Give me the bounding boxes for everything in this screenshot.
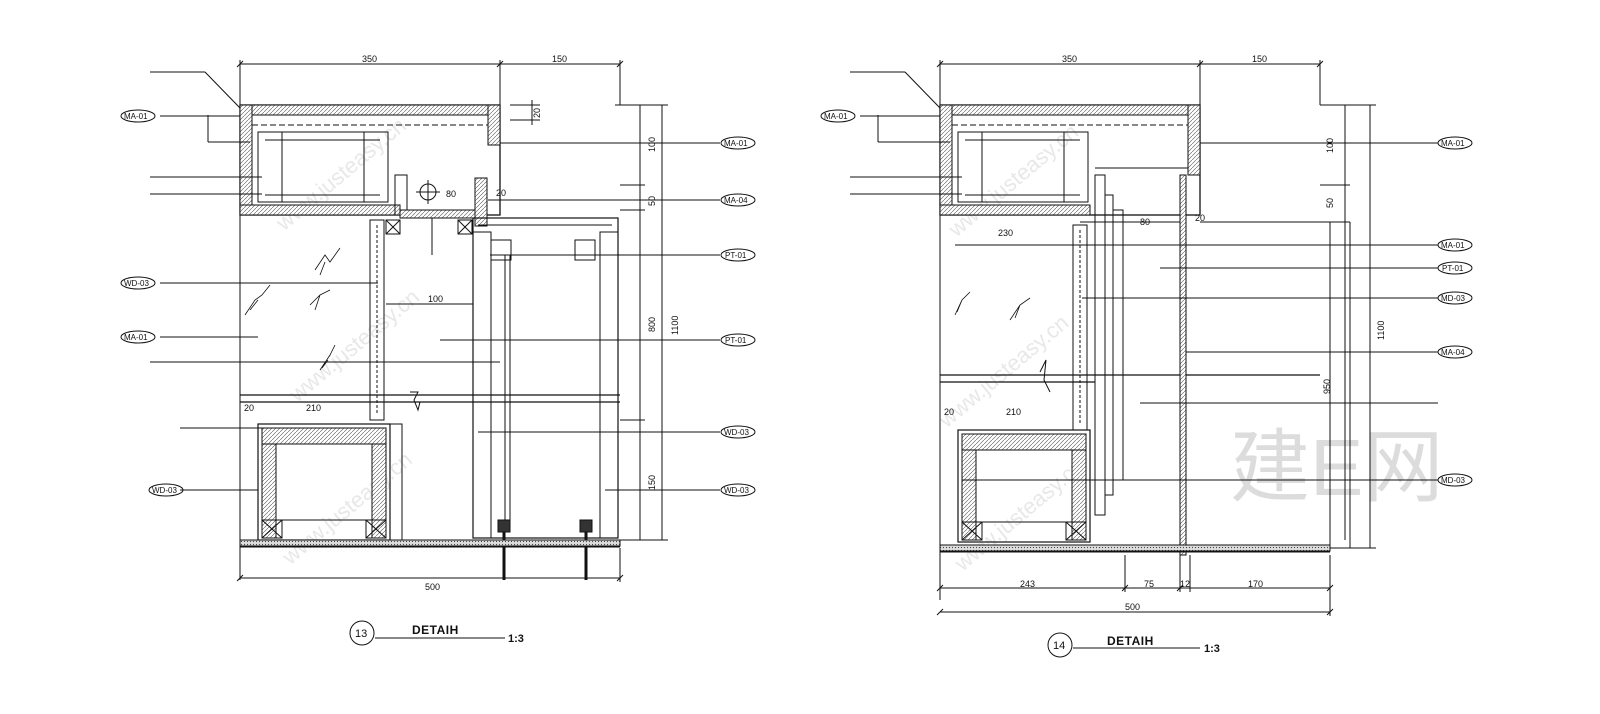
dim-label: 210: [1006, 407, 1021, 417]
detail-scale: 1:3: [508, 633, 524, 645]
dim-label: 1100: [670, 316, 680, 335]
material-tag: MA-04: [1441, 348, 1465, 357]
detail-title: DETAIH: [1107, 634, 1154, 648]
detail-scale: 1:3: [1204, 643, 1220, 655]
dim-label: 50: [1325, 198, 1335, 208]
material-tag: MD-03: [1441, 294, 1466, 303]
watermark-url: www.justeasy.cn: [270, 113, 410, 236]
dim-label: 50: [647, 196, 657, 206]
dim-label: 170: [1248, 579, 1263, 589]
material-tag: MA-01: [1441, 241, 1465, 250]
dim-label: 20: [244, 403, 254, 413]
material-tag: MA-04: [724, 196, 748, 205]
dim-label: 210: [306, 403, 321, 413]
dim-label: 350: [362, 54, 377, 64]
dim-label: 75: [1144, 579, 1154, 589]
dim-label: 100: [647, 137, 657, 152]
dim-label: 20: [1195, 213, 1205, 223]
dim-label: 243: [1020, 579, 1035, 589]
dim-label: 100: [1325, 138, 1335, 153]
dim-label: 350: [1062, 54, 1077, 64]
dim-label: 500: [1125, 602, 1140, 612]
watermark-url: www.justeasy.cn: [943, 119, 1083, 242]
dim-label: 1100: [1376, 321, 1386, 340]
watermark-url: www.justeasy.cn: [277, 447, 417, 570]
material-tag: MA-01: [124, 112, 148, 121]
material-tag: PT-01: [725, 336, 747, 345]
watermark-url: www.justeasy.cn: [933, 310, 1073, 433]
dim-label: 500: [425, 582, 440, 592]
detail-title: DETAIH: [412, 623, 459, 637]
dim-label: 20: [496, 188, 506, 198]
detail-14-text: 350 150 100 50 1100 950 20 80 230 20 210…: [824, 54, 1466, 655]
dim-label: 230: [998, 228, 1013, 238]
material-tag: PT-01: [725, 251, 747, 260]
detail-number: 13: [355, 628, 367, 640]
material-tag: WD-03: [152, 486, 177, 495]
material-tag: WD-03: [724, 428, 749, 437]
dim-label: 100: [428, 294, 443, 304]
dim-label: 950: [1322, 379, 1332, 394]
material-tag: MA-01: [724, 139, 748, 148]
dim-label: 150: [647, 475, 657, 490]
detail-14: [820, 60, 1473, 658]
material-tag: MA-01: [124, 333, 148, 342]
dim-label: 800: [647, 317, 657, 332]
dim-label: 20: [944, 407, 954, 417]
detail-number: 14: [1053, 640, 1065, 652]
material-tag: MD-03: [1441, 476, 1466, 485]
material-tag: PT-01: [1442, 264, 1464, 273]
dim-label: 150: [1252, 54, 1267, 64]
dim-label: 20: [532, 108, 542, 118]
watermark-layer: www.justeasy.cn www.justeasy.cn www.just…: [270, 113, 1443, 577]
detail-13-text: 350 150 20 100 50 800 1100 150 20 80 100…: [124, 54, 749, 645]
material-tag: MA-01: [824, 112, 848, 121]
detail-13: [120, 60, 756, 646]
material-tag: WD-03: [724, 486, 749, 495]
watermark-url: www.justeasy.cn: [284, 284, 424, 407]
dim-label: 12: [1180, 579, 1190, 589]
dim-label: 80: [1140, 217, 1150, 227]
material-tag: MA-01: [1441, 139, 1465, 148]
dim-label: 150: [552, 54, 567, 64]
dim-label: 80: [446, 189, 456, 199]
watermark-logo: 建E网: [1230, 423, 1443, 512]
material-tag: WD-03: [124, 279, 149, 288]
